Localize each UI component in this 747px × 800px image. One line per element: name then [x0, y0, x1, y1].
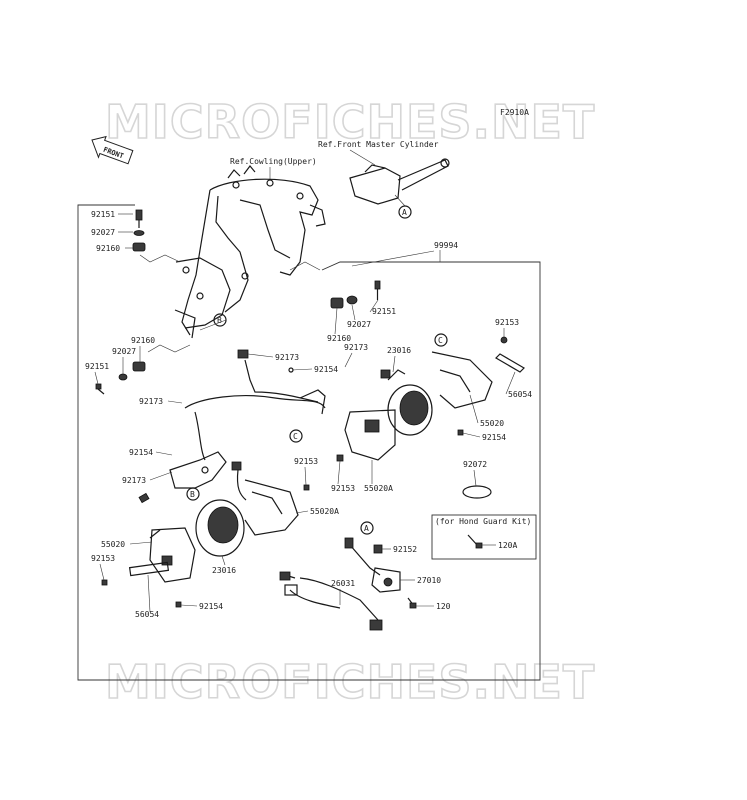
part-label: 92153	[294, 457, 318, 466]
part-label: 92154	[199, 602, 223, 611]
hardware-stack-left	[132, 209, 146, 252]
harness-bracket-shape	[184, 349, 326, 461]
cowling-stay-shape	[174, 165, 326, 339]
part-label: 92153	[495, 318, 519, 327]
part-label: 92173	[122, 476, 146, 485]
part-label: 92152	[393, 545, 417, 554]
callout-c-right-text: C	[438, 336, 443, 345]
ref-master-cylinder: Ref.Front Master Cylinder	[318, 140, 439, 149]
part-label: 56054	[135, 610, 159, 619]
callout-a-lower-text: A	[364, 524, 369, 533]
part-label: 23016	[387, 346, 411, 355]
callout-c-mid	[289, 429, 303, 443]
callout-c-mid-text: C	[293, 432, 298, 441]
left-lower-bracket-shape	[138, 451, 227, 504]
front-arrow-icon: FRONT	[91, 135, 134, 165]
right-fog-lamp-shape	[336, 336, 525, 462]
watermark-bottom: MICROFICHES.NET	[105, 655, 595, 709]
part-label: 92160	[131, 336, 155, 345]
part-label: 92154	[314, 365, 338, 374]
watermark-top: MICROFICHES.NET	[105, 95, 595, 149]
part-label: 92173	[344, 343, 368, 352]
part-label: 27010	[417, 576, 441, 585]
switch-harness-shape	[279, 537, 417, 631]
leader-lines	[94, 250, 516, 613]
callout-b-top-text: B	[217, 316, 222, 325]
part-label: 92154	[482, 433, 506, 442]
part-label: 92160	[327, 334, 351, 343]
left-fog-lamp-shape	[101, 461, 310, 608]
part-label: 92153	[331, 484, 355, 493]
callout-a-lower	[360, 521, 374, 535]
hardware-stack-middle	[330, 280, 381, 309]
part-label: 92027	[347, 320, 371, 329]
part-label: 26031	[331, 579, 355, 588]
part-label: 55020	[480, 419, 504, 428]
kit-outline-frame	[77, 204, 541, 681]
master-cylinder-shape	[349, 158, 450, 205]
part-label: 92173	[275, 353, 299, 362]
callout-b-lower	[186, 487, 200, 501]
part-label: 56054	[508, 390, 532, 399]
kit-box-title: (for Hond Guard Kit)	[435, 517, 531, 526]
part-label: 92160	[96, 244, 120, 253]
part-label: 92151	[372, 307, 396, 316]
kit-bolt-shape	[467, 534, 483, 549]
part-label: 55020A	[364, 484, 393, 493]
part-label: 92173	[139, 397, 163, 406]
part-label: 23016	[212, 566, 236, 575]
callout-b-lower-text: B	[190, 490, 195, 499]
band-clip-shape	[462, 485, 492, 499]
part-label: 55020A	[310, 507, 339, 516]
part-label: 92151	[85, 362, 109, 371]
part-label: 92027	[112, 347, 136, 356]
part-label: 92072	[463, 460, 487, 469]
part-label: 92027	[91, 228, 115, 237]
callout-c-right	[434, 333, 448, 347]
part-label: 120A	[498, 541, 517, 550]
part-label: 99994	[434, 241, 458, 250]
part-label: 120	[436, 602, 451, 611]
part-label: 92151	[91, 210, 115, 219]
callout-a-top-text: A	[402, 208, 407, 217]
part-labels: 99994 92151 92027 92160 92151 92027 9216…	[85, 210, 532, 619]
part-label: 92153	[91, 554, 115, 563]
hand-guard-kit-box	[431, 514, 537, 560]
part-label: 55020	[101, 540, 125, 549]
ref-cowling: Ref.Cowling(Upper)	[230, 157, 317, 166]
figure-code: F2910A	[500, 108, 529, 117]
part-label: 92154	[129, 448, 153, 457]
